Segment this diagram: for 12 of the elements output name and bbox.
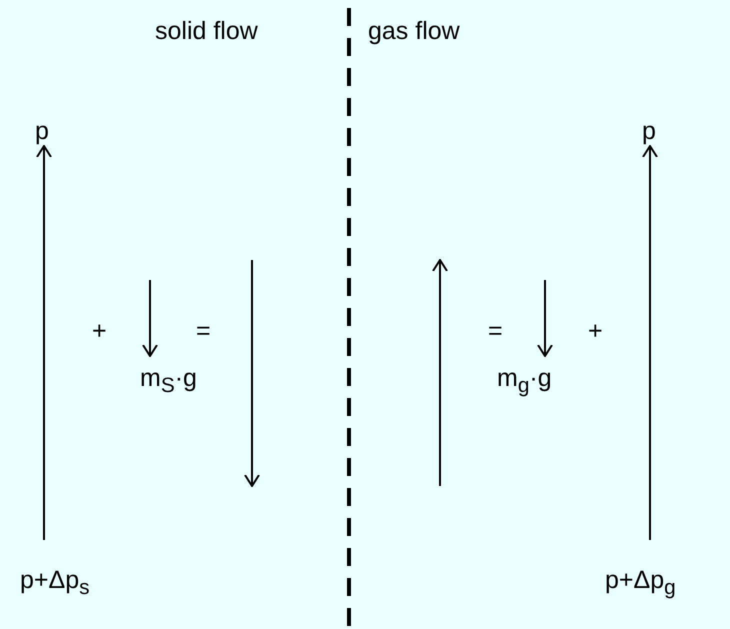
equals-sign: =: [196, 318, 211, 346]
equals-sign: =: [488, 318, 503, 346]
plus-sign: +: [92, 318, 107, 346]
flow-label: solid flow: [155, 18, 258, 46]
flow-label: gas flow: [368, 18, 460, 46]
weight-label: m$_{S}$·g: [140, 365, 197, 398]
pressure-label: p+Δp$_{g}$: [605, 567, 676, 600]
pressure-label: p: [35, 118, 49, 146]
plus-sign: +: [588, 318, 603, 346]
pressure-label: p: [642, 118, 656, 146]
weight-label: m$_{g}$·g: [497, 365, 552, 398]
pressure-label: p+Δp$_{s}$: [20, 567, 90, 600]
